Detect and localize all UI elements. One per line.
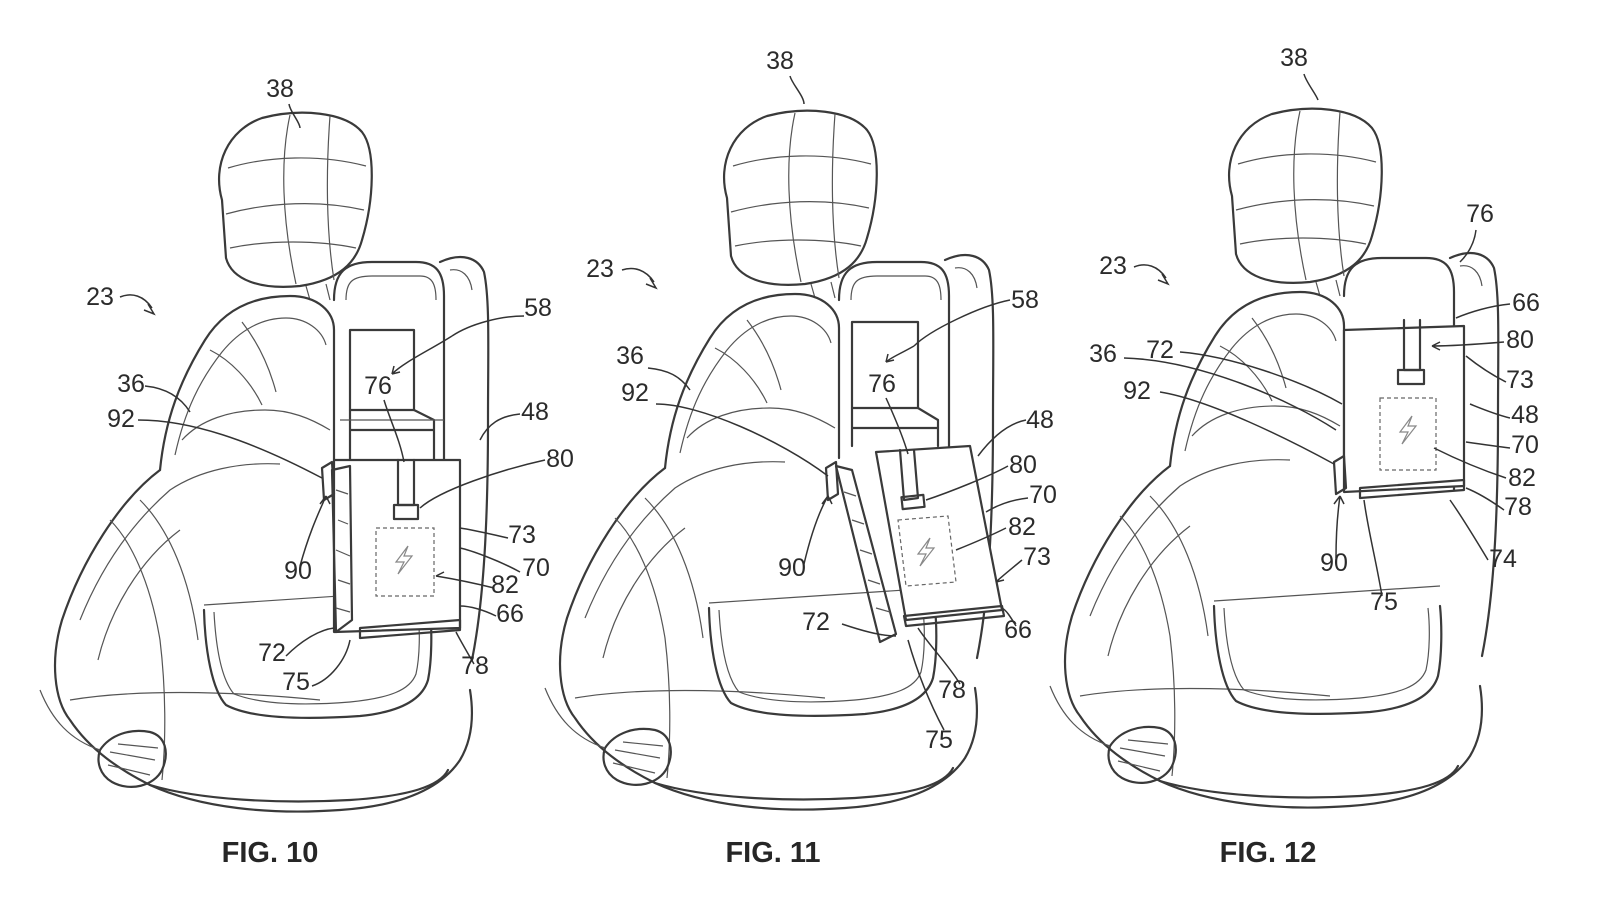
pocket-recess (850, 320, 920, 410)
reference-numeral-72: 72 (1146, 336, 1174, 364)
reference-numeral-78: 78 (1504, 493, 1532, 521)
latch (1332, 454, 1348, 496)
mesh-bag (330, 464, 354, 634)
reference-numeral-73: 73 (1023, 543, 1051, 571)
strap-buckle (900, 493, 926, 511)
reference-numeral-58: 58 (1011, 286, 1039, 314)
hinge (358, 618, 462, 640)
reference-numeral-36: 36 (117, 370, 145, 398)
charging-pad-outline (375, 527, 435, 597)
reference-numeral-48: 48 (1026, 406, 1054, 434)
pocket-recess (348, 328, 416, 412)
figure-11 (543, 75, 1029, 811)
reference-numeral-36: 36 (1089, 340, 1117, 368)
reference-numeral-80: 80 (546, 445, 574, 473)
reference-numeral-23: 23 (1099, 252, 1127, 280)
reference-numeral-76: 76 (868, 370, 896, 398)
figure-10 (38, 103, 546, 813)
reference-numeral-48: 48 (521, 398, 549, 426)
figure-12 (1048, 73, 1511, 809)
reference-numeral-78: 78 (461, 652, 489, 680)
reference-numeral-36: 36 (616, 342, 644, 370)
reference-numeral-92: 92 (621, 379, 649, 407)
latch (824, 460, 840, 502)
figure-captions: FIG. 10 FIG. 11 FIG. 12 (222, 837, 1317, 869)
reference-numeral-90: 90 (778, 554, 806, 582)
reference-numeral-38: 38 (1280, 44, 1308, 72)
caption-fig-10: FIG. 10 (222, 837, 319, 869)
caption-fig-12: FIG. 12 (1220, 837, 1317, 869)
reference-numeral-80: 80 (1009, 451, 1037, 479)
reference-numeral-23: 23 (86, 283, 114, 311)
reference-numeral-72: 72 (802, 608, 830, 636)
reference-numeral-92: 92 (1123, 377, 1151, 405)
hinge (1358, 478, 1466, 500)
reference-numeral-23: 23 (586, 255, 614, 283)
reference-numeral-70: 70 (522, 554, 550, 582)
reference-numeral-73: 73 (1506, 366, 1534, 394)
reference-numeral-75: 75 (1370, 588, 1398, 616)
reference-numeral-92: 92 (107, 405, 135, 433)
reference-numeral-75: 75 (925, 726, 953, 754)
reference-numeral-58: 58 (524, 294, 552, 322)
reference-numeral-73: 73 (508, 521, 536, 549)
charging-pad-outline (1379, 397, 1437, 471)
mesh-bag (834, 464, 898, 644)
reference-numeral-76: 76 (364, 372, 392, 400)
hinge (902, 604, 1006, 628)
reference-numeral-48: 48 (1511, 401, 1539, 429)
reference-numeral-38: 38 (766, 47, 794, 75)
reference-numeral-75: 75 (282, 668, 310, 696)
reference-numeral-90: 90 (284, 557, 312, 585)
reference-numeral-70: 70 (1511, 431, 1539, 459)
latch (320, 460, 336, 502)
reference-numeral-38: 38 (266, 75, 294, 103)
reference-numeral-76: 76 (1466, 200, 1494, 228)
reference-numeral-74: 74 (1489, 545, 1517, 573)
reference-numeral-82: 82 (1008, 513, 1036, 541)
reference-numeral-82: 82 (1508, 464, 1536, 492)
reference-numeral-80: 80 (1506, 326, 1534, 354)
reference-numeral-72: 72 (258, 639, 286, 667)
reference-numeral-82: 82 (491, 571, 519, 599)
caption-fig-11: FIG. 11 (725, 837, 820, 869)
reference-numeral-66: 66 (1512, 289, 1540, 317)
reference-numeral-66: 66 (496, 600, 524, 628)
reference-numeral-78: 78 (938, 676, 966, 704)
reference-numeral-90: 90 (1320, 549, 1348, 577)
tray-panel (874, 444, 1004, 622)
reference-numeral-66: 66 (1004, 616, 1032, 644)
strap-buckle (1396, 368, 1426, 386)
reference-numeral-70: 70 (1029, 481, 1057, 509)
